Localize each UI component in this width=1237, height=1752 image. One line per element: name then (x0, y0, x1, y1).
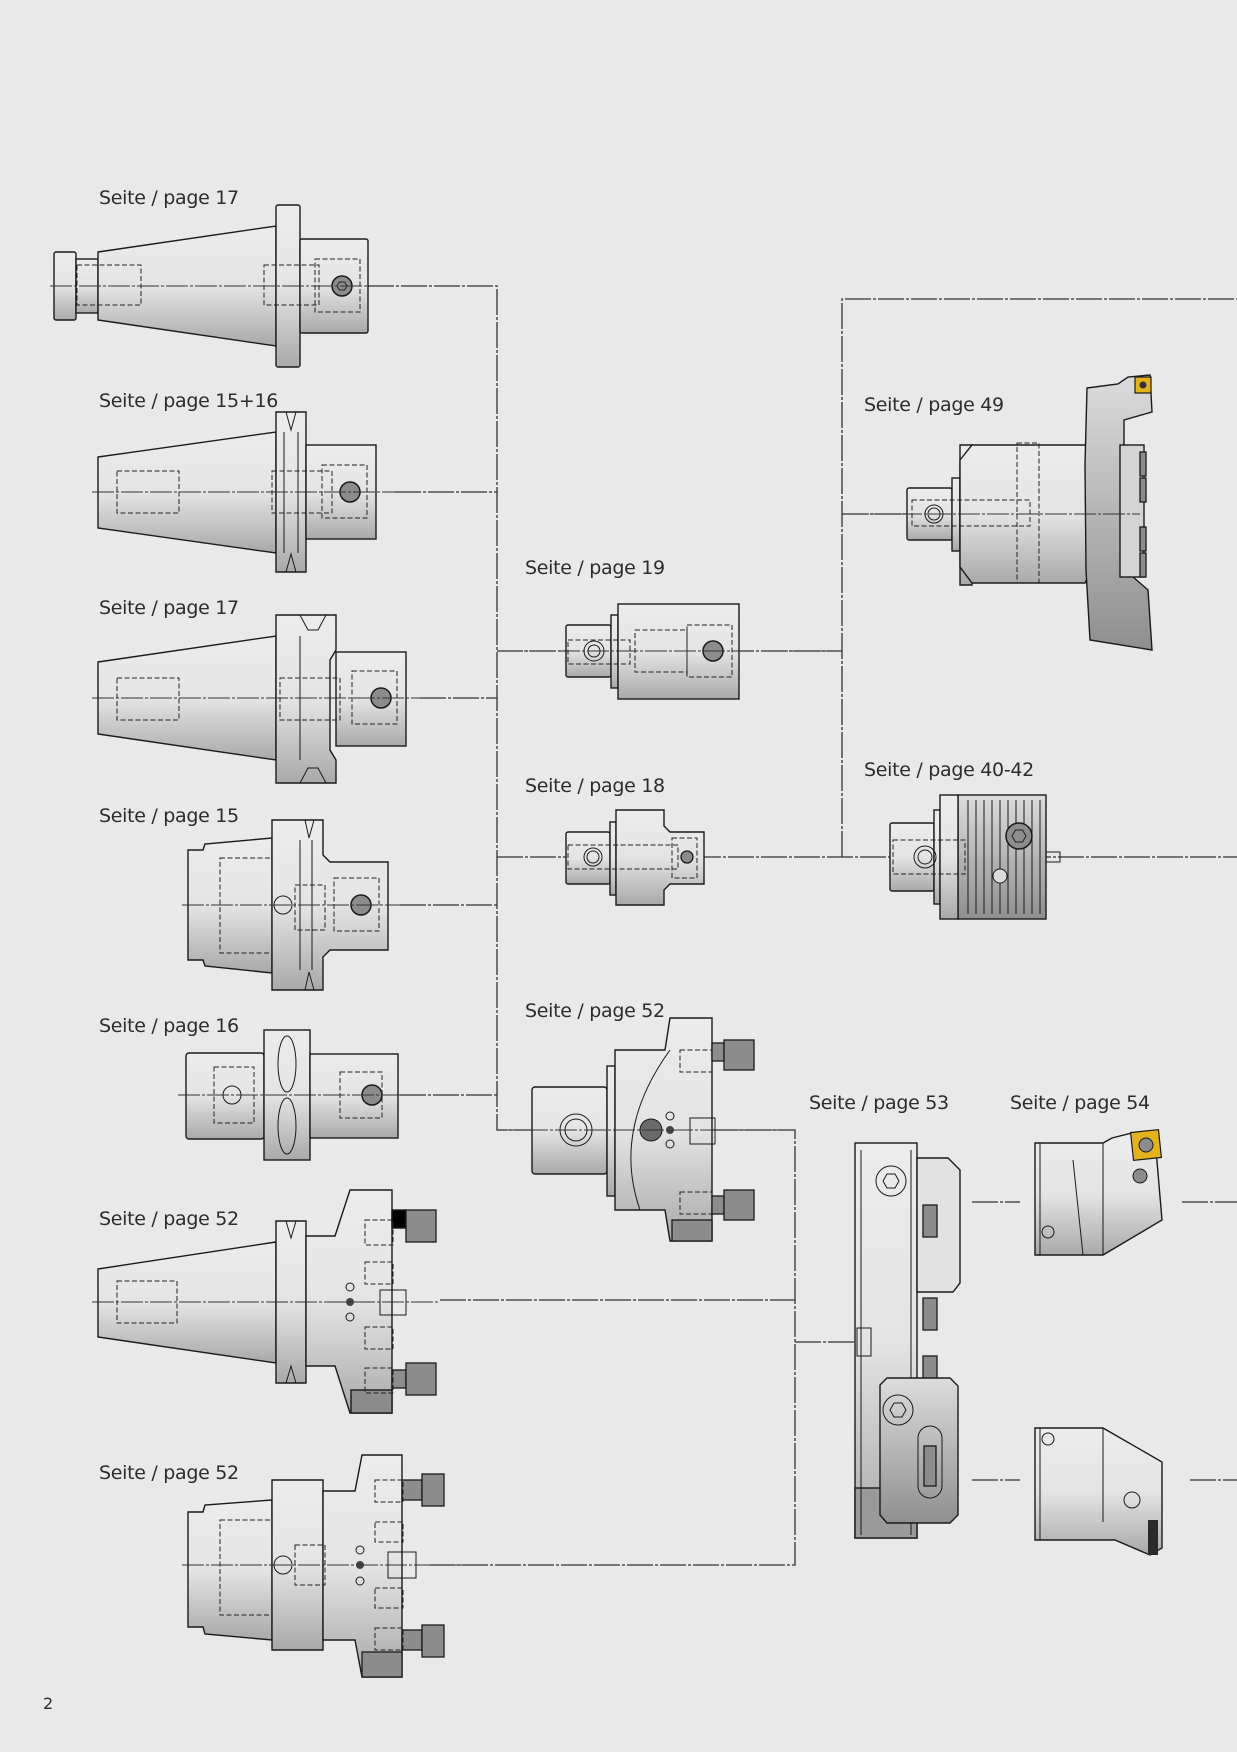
label-page-40-42: Seite / page 40-42 (864, 759, 1034, 781)
label-page-53: Seite / page 53 (809, 1092, 949, 1114)
label-page-17-b: Seite / page 17 (99, 597, 239, 619)
label-page-16: Seite / page 16 (99, 1015, 239, 1037)
page-number: 2 (43, 1694, 54, 1713)
connector-right-trunk (841, 298, 1237, 857)
drawing-fine-boring-head (889, 794, 1061, 920)
drawing-cartridge-insert (1034, 1128, 1163, 1556)
drawing-hsk-flange-adapter (182, 1454, 470, 1678)
drawing-hsk-steep-taper-groove (92, 411, 395, 573)
drawing-extension-adapter (500, 603, 842, 700)
drawing-sk-adapter-groove (92, 614, 420, 784)
label-page-15: Seite / page 15 (99, 805, 239, 827)
drawing-flange-adapter-middle (497, 1017, 795, 1242)
label-page-52-b: Seite / page 52 (99, 1462, 239, 1484)
drawing-reduction-adapter (565, 809, 705, 906)
label-page-54: Seite / page 54 (1010, 1092, 1150, 1114)
label-page-49: Seite / page 49 (864, 394, 1004, 416)
drawing-boring-head-insert (842, 374, 1153, 651)
drawing-cartridge-holder (854, 1142, 961, 1539)
adjust-screw-icon (1005, 822, 1033, 850)
label-page-15-16: Seite / page 15+16 (99, 390, 279, 412)
label-page-17-a: Seite / page 17 (99, 187, 239, 209)
drawing-sk-shell-mill-adapter (50, 204, 369, 368)
thread-lines (967, 800, 1041, 914)
label-page-18: Seite / page 18 (525, 775, 665, 797)
label-page-52-a: Seite / page 52 (99, 1208, 239, 1230)
label-page-19: Seite / page 19 (525, 557, 665, 579)
drawing-psc-adapter (178, 1029, 400, 1161)
drawing-hsk-adapter (182, 819, 400, 991)
label-page-52-c: Seite / page 52 (525, 1000, 665, 1022)
drawing-steep-taper-flange-adapter (92, 1189, 440, 1414)
